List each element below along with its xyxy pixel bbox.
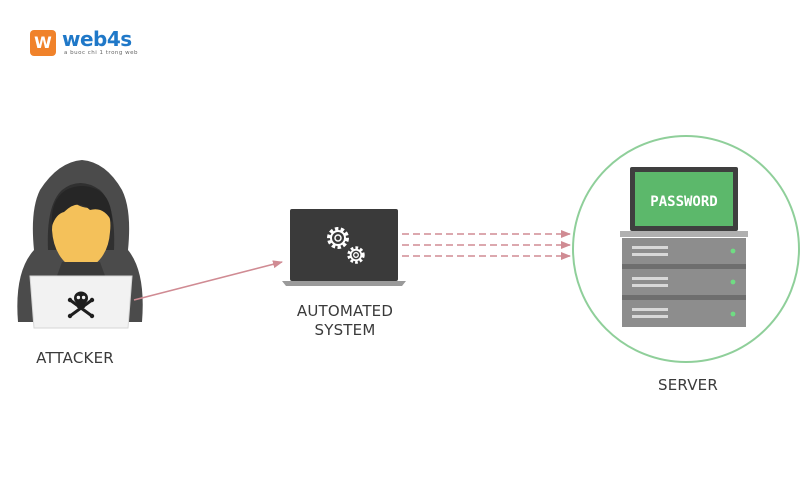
server-monitor-screen <box>635 172 733 226</box>
automated-label-line2: SYSTEM <box>314 321 376 339</box>
attacker-laptop <box>29 275 133 329</box>
logo-tagline: a buoc chi 1 trong web <box>64 50 139 56</box>
server-led <box>730 311 736 317</box>
logo-badge: W <box>30 30 56 56</box>
attacker-label: ATTACKER <box>36 349 114 367</box>
attacker-hair <box>51 186 112 226</box>
server-label: SERVER <box>658 376 718 394</box>
attack-arrow <box>133 260 283 301</box>
server-rack <box>622 238 746 327</box>
server-led <box>730 279 736 285</box>
request-arrows <box>402 230 571 260</box>
automated-system-label: AUTOMATED SYSTEM <box>270 302 420 340</box>
logo-badge-letter: W <box>34 33 52 52</box>
server-unit <box>622 238 746 264</box>
gears-icon <box>327 227 365 264</box>
logo-name: web4s <box>62 27 132 51</box>
automated-label-line1: AUTOMATED <box>296 302 394 320</box>
server-monitor: PASSWORD <box>620 167 748 237</box>
server-monitor-stand <box>620 231 748 237</box>
server-unit <box>622 269 746 295</box>
web4s-logo: W web4s a buoc chi 1 trong web <box>30 27 140 58</box>
password-text: PASSWORD <box>650 194 717 210</box>
server-unit <box>622 300 746 327</box>
automated-system-laptop <box>282 209 406 286</box>
attacker-face <box>52 200 111 272</box>
skull-crossbones-icon <box>67 291 95 319</box>
server-led <box>730 248 736 254</box>
automated-laptop-base <box>282 281 406 286</box>
